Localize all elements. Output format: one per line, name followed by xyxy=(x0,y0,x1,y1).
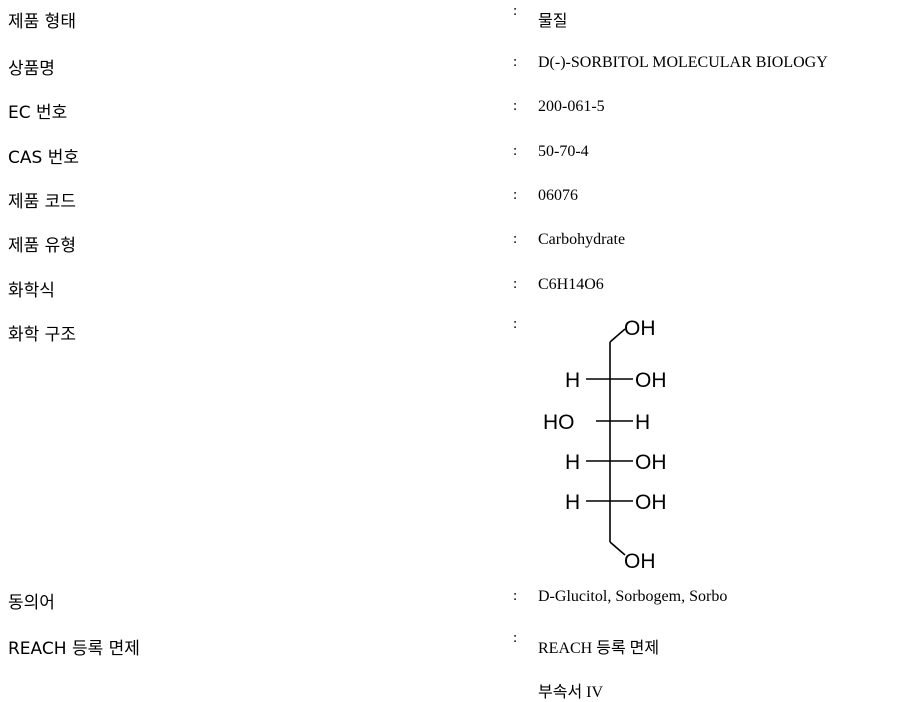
colon: : xyxy=(513,143,518,159)
value-product-form: 물질 xyxy=(538,11,568,30)
atom-bottom: OH xyxy=(624,550,656,573)
label-product-code: 제품 코드 xyxy=(8,192,76,212)
bond-top-diagonal xyxy=(609,328,626,343)
colon: : xyxy=(513,187,518,203)
value-ec-number: 200-061-5 xyxy=(538,98,605,115)
label-formula: 화학식 xyxy=(8,281,55,301)
value-trade-name: D(-)-SORBITOL MOLECULAR BIOLOGY xyxy=(538,54,828,71)
colon: : xyxy=(513,3,518,19)
atom-row-4-left: H xyxy=(565,491,580,514)
label-cas-number: CAS 번호 xyxy=(8,148,79,168)
colon: : xyxy=(513,316,518,332)
label-product-type: 제품 유형 xyxy=(8,236,76,256)
colon: : xyxy=(513,276,518,292)
atom-row-1-left: H xyxy=(565,369,580,392)
value-synonyms: D-Glucitol, Sorbogem, Sorbo xyxy=(538,588,728,605)
bond-bottom-diagonal xyxy=(609,541,626,556)
atom-row-2-right: H xyxy=(635,411,650,434)
atom-row-1-right: OH xyxy=(635,369,667,392)
atom-row-4-right: OH xyxy=(635,491,667,514)
atom-top: OH xyxy=(624,317,656,340)
atom-row-3-left: H xyxy=(565,451,580,474)
label-product-form: 제품 형태 xyxy=(8,12,76,32)
label-synonyms: 동의어 xyxy=(8,593,55,613)
value-product-type: Carbohydrate xyxy=(538,231,626,248)
chemical-structure-diagram: OH H OH HO H H OH H OH OH xyxy=(543,317,667,573)
value-reach-exemption: REACH 등록 면제 xyxy=(538,640,660,657)
value-reach-annex: 부속서 IV xyxy=(538,684,604,701)
atom-row-3-right: OH xyxy=(635,451,667,474)
label-chemical-structure: 화학 구조 xyxy=(8,325,76,345)
label-trade-name: 상품명 xyxy=(8,59,55,79)
value-product-code: 06076 xyxy=(538,187,578,204)
colon: : xyxy=(513,231,518,247)
atom-row-2-left: HO xyxy=(543,411,575,434)
label-ec-number: EC 번호 xyxy=(8,103,68,123)
colon: : xyxy=(513,630,518,646)
colon: : xyxy=(513,588,518,604)
colon: : xyxy=(513,98,518,114)
value-cas-number: 50-70-4 xyxy=(538,143,589,160)
label-reach-exemption: REACH 등록 면제 xyxy=(8,639,140,659)
value-formula: C6H14O6 xyxy=(538,276,604,293)
colon: : xyxy=(513,54,518,70)
